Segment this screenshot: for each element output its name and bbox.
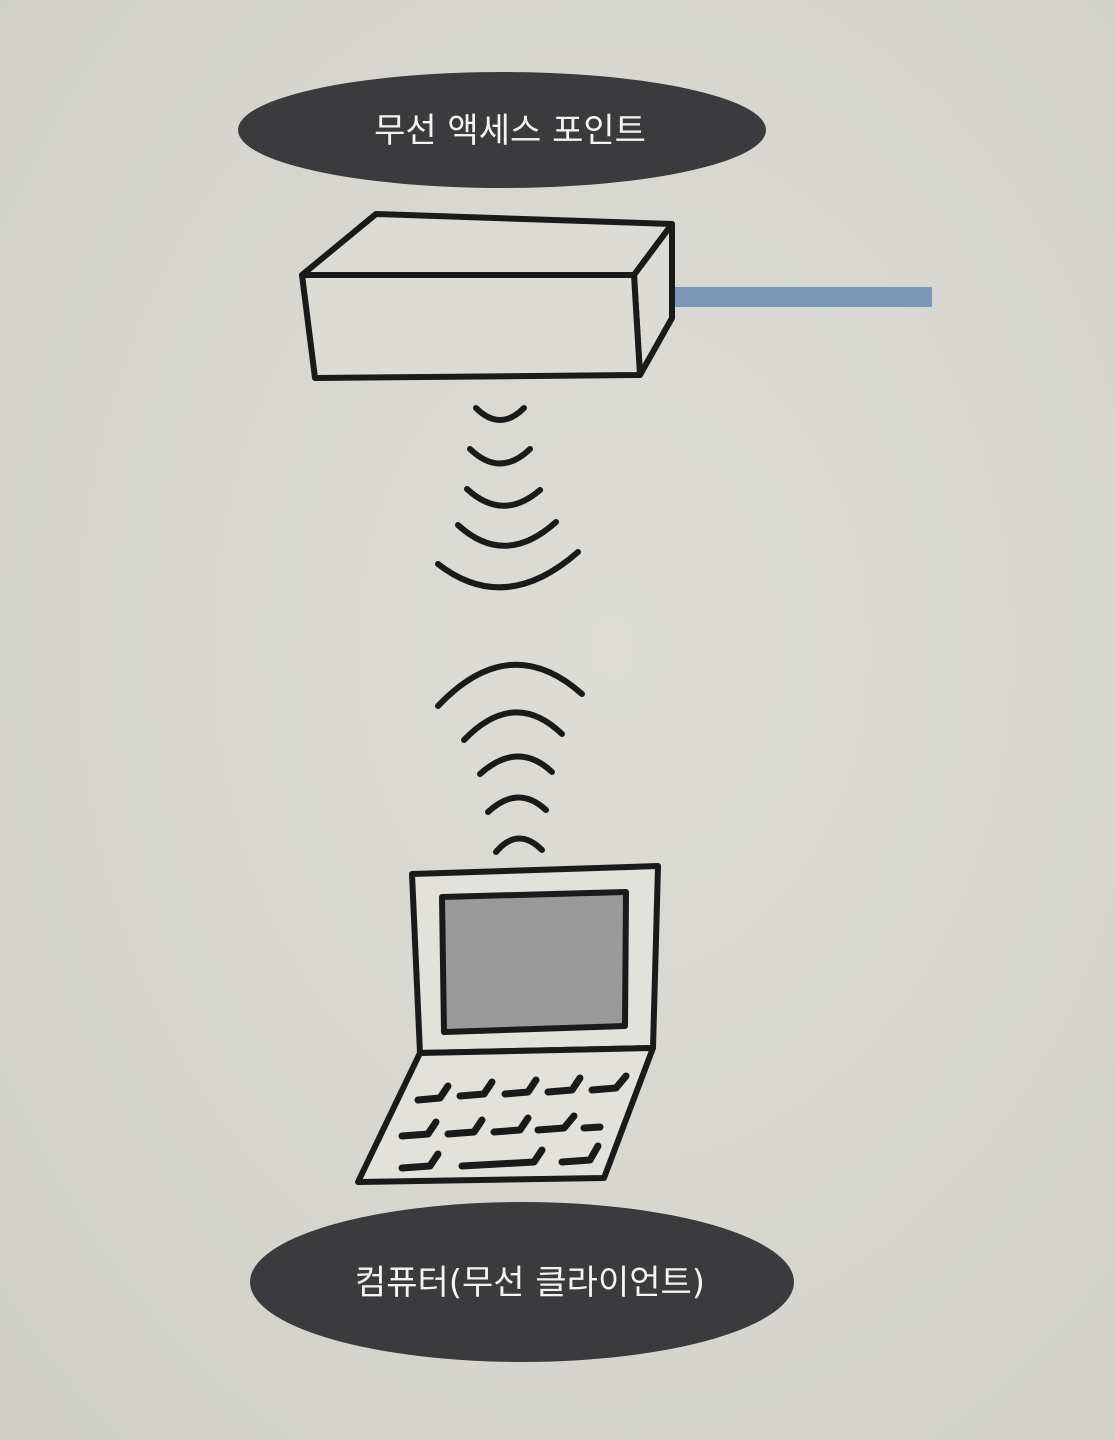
wifi-signal-down-icon	[435, 405, 581, 591]
client-label-pill	[250, 1202, 794, 1362]
client-label-text: 컴퓨터(무선 클라이언트)	[355, 1263, 705, 1303]
access-point-label: 무선 액세스 포인트	[238, 72, 766, 188]
laptop-icon	[355, 863, 661, 1185]
laptop-keyboard	[398, 1072, 630, 1172]
access-point-label-pill	[238, 72, 766, 188]
access-point-label-text: 무선 액세스 포인트	[374, 111, 646, 151]
laptop-screen	[439, 889, 629, 1035]
client-label: 컴퓨터(무선 클라이언트)	[250, 1202, 794, 1362]
wifi-signal-up-icon	[435, 661, 585, 855]
access-point-box-icon	[299, 211, 675, 381]
